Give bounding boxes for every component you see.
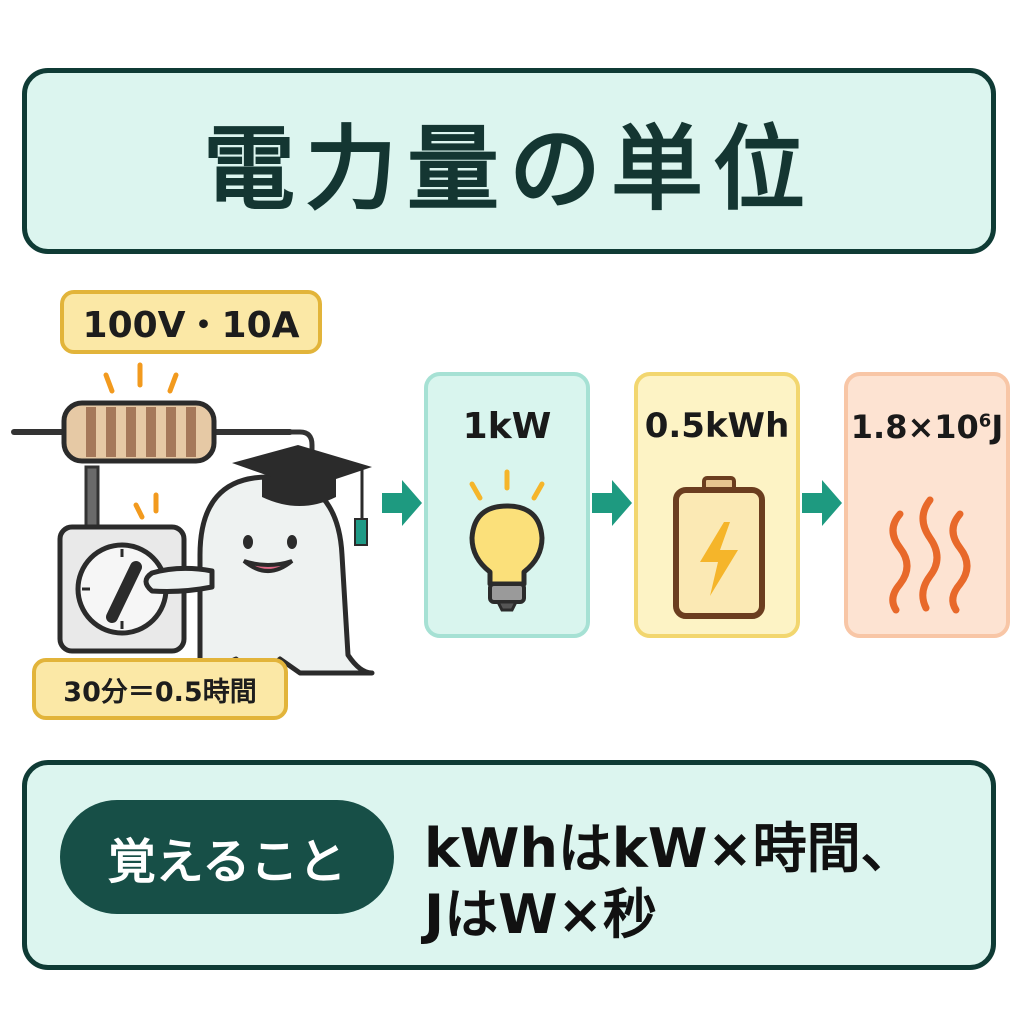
arrow-right-icon (802, 480, 842, 526)
time-label: 30分＝0.5時間 (63, 676, 257, 708)
light-bulb-icon (469, 469, 545, 612)
remember-badge: 覚えること (60, 800, 394, 914)
energy-kwh-card: 0.5kWh (634, 372, 800, 638)
energy-joule-exponent: 6 (978, 410, 992, 432)
circuit-scene-illustration (11, 362, 375, 680)
summary-rule-kwh: kWhはkW×時間、 (424, 817, 915, 880)
battery-icon (673, 476, 765, 619)
power-card: 1kW (424, 372, 590, 638)
resistor-icon (61, 400, 217, 464)
timer-icon (57, 524, 187, 654)
power-label: 1kW (462, 406, 552, 447)
page-title: 電力量の単位 (202, 115, 815, 223)
remember-badge-label: 覚えること (107, 834, 347, 890)
heat-waves-icon (889, 496, 971, 614)
time-badge: 30分＝0.5時間 (32, 658, 288, 720)
summary-rule-joule: JはW×秒 (424, 883, 657, 946)
graduation-cap-icon (232, 445, 372, 546)
arrow-right-icon (592, 480, 632, 526)
energy-joule-unit: J (991, 408, 1004, 446)
energy-joule-label: 1.8×106J (848, 408, 1006, 446)
energy-joule-card: 1.8×106J (844, 372, 1010, 638)
energy-joule-mantissa: 1.8×10 (850, 408, 979, 446)
arrow-right-icon (382, 480, 422, 526)
title-banner: 電力量の単位 (22, 68, 996, 254)
voltage-current-badge: 100V・10A (60, 290, 322, 354)
energy-kwh-label: 0.5kWh (644, 406, 790, 446)
spark-icon (103, 362, 179, 520)
voltage-current-label: 100V・10A (82, 305, 300, 346)
